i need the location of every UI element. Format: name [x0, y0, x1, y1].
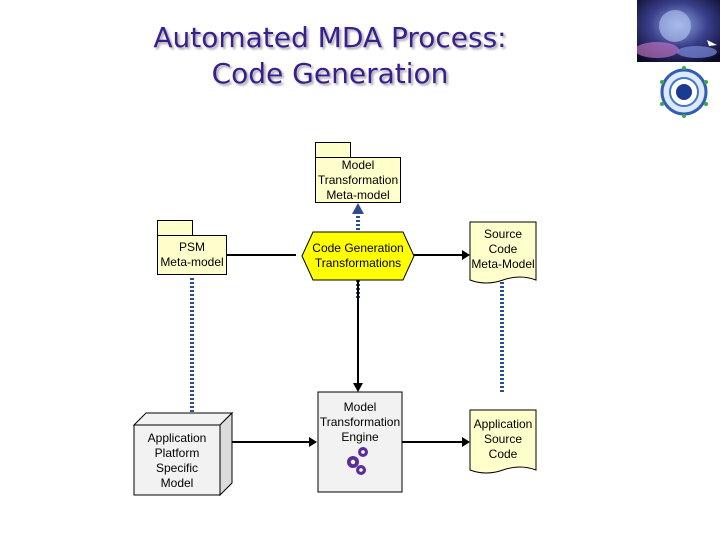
codegen-hexagon-shape [301, 231, 415, 281]
mt-metamodel-folder-tab [315, 142, 351, 158]
mt-engine-node: Model Transformation Engine [314, 398, 406, 446]
mt-engine-box-shape [317, 391, 403, 493]
codegen-transform-label: Code Generation Transformations [312, 241, 404, 270]
app-platform-box-shape [132, 411, 234, 497]
arrowhead-app-to-engine [309, 437, 317, 447]
title-line-1: Automated MDA Process: [153, 21, 507, 54]
psm-metamodel-label: PSM Meta-model [160, 240, 224, 269]
codegen-transform-node: Code Generation Transformations [302, 232, 414, 280]
mt-engine-label: Model Transformation Engine [319, 399, 401, 444]
slide-title: Automated MDA Process: Code Generation [100, 20, 560, 92]
app-platform-model-node: Application Platform Specific Model [134, 430, 220, 492]
source-metamodel-label: Source Code Meta-Model [471, 226, 535, 271]
source-metamodel-node: Source Code Meta-Model [470, 224, 536, 274]
arrowhead-engine-to-code [462, 437, 470, 447]
app-source-code-node: Application Source Code [470, 414, 536, 464]
title-line-2: Code Generation [211, 57, 449, 90]
psm-metamodel-node: PSM Meta-model [157, 235, 227, 275]
app-source-code-label: Application Source Code [473, 416, 533, 461]
mt-metamodel-label: Model Transformation Meta-model [317, 157, 399, 202]
app-source-doc-shape [469, 409, 537, 474]
space-image [637, 0, 720, 62]
psm-metamodel-folder-tab [157, 220, 193, 236]
source-metamodel-doc-shape [469, 221, 537, 284]
arrowhead-codegen-to-source [462, 250, 470, 260]
arrowhead-engine-to-mt [352, 203, 364, 214]
mt-metamodel-node: Model Transformation Meta-model [315, 157, 401, 203]
arrowhead-codegen-to-engine [353, 383, 363, 392]
app-platform-model-label: Application Platform Specific Model [147, 431, 207, 490]
mda-cycle-image [660, 66, 708, 118]
